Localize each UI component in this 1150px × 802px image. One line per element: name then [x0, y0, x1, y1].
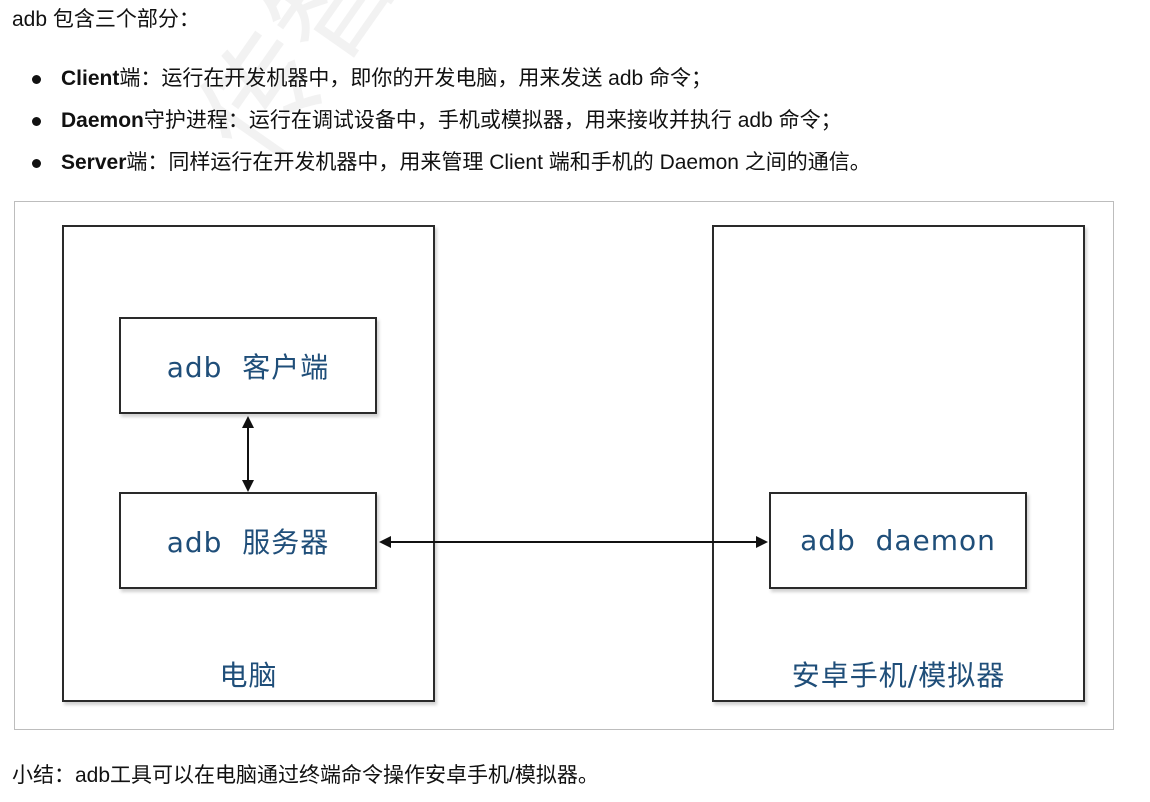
- adb-architecture-diagram: 电脑 adb 客户端 adb 服务器 安卓手机/模拟器 adb daemon: [14, 201, 1114, 730]
- bullet-icon: [32, 117, 41, 126]
- item-description: 端：同样运行在开发机器中，用来管理 Client 端和手机的 Daemon 之间…: [126, 151, 871, 174]
- bullet-icon: [32, 159, 41, 168]
- item-description: 端：运行在开发机器中，即你的开发电脑，用来发送 adb 命令；: [119, 67, 713, 90]
- connector-arrows: [242, 416, 768, 548]
- adb-server-box: adb 服务器: [119, 492, 377, 589]
- list-item-server: Server端：同样运行在开发机器中，用来管理 Client 端和手机的 Dae…: [30, 142, 871, 184]
- computer-caption: 电脑: [219, 659, 278, 692]
- device-caption: 安卓手机/模拟器: [791, 659, 1006, 692]
- list-item-client: Client端：运行在开发机器中，即你的开发电脑，用来发送 adb 命令；: [30, 58, 871, 100]
- item-term: Client: [61, 67, 120, 90]
- item-term: Daemon: [61, 109, 144, 132]
- adb-client-box: adb 客户端: [119, 317, 377, 414]
- intro-text: adb 包含三个部分：: [12, 8, 200, 31]
- device-group: 安卓手机/模拟器: [712, 225, 1085, 702]
- item-term: Server: [61, 151, 127, 174]
- list-item-daemon: Daemon守护进程：运行在调试设备中，手机或模拟器，用来接收并执行 adb 命…: [30, 100, 871, 142]
- bullet-icon: [32, 75, 41, 84]
- component-list: Client端：运行在开发机器中，即你的开发电脑，用来发送 adb 命令； Da…: [30, 58, 871, 184]
- summary-text: 小结：adb工具可以在电脑通过终端命令操作安卓手机/模拟器。: [12, 764, 599, 787]
- adb-daemon-box: adb daemon: [769, 492, 1027, 589]
- item-description: 守护进程：运行在调试设备中，手机或模拟器，用来接收并执行 adb 命令；: [143, 109, 842, 132]
